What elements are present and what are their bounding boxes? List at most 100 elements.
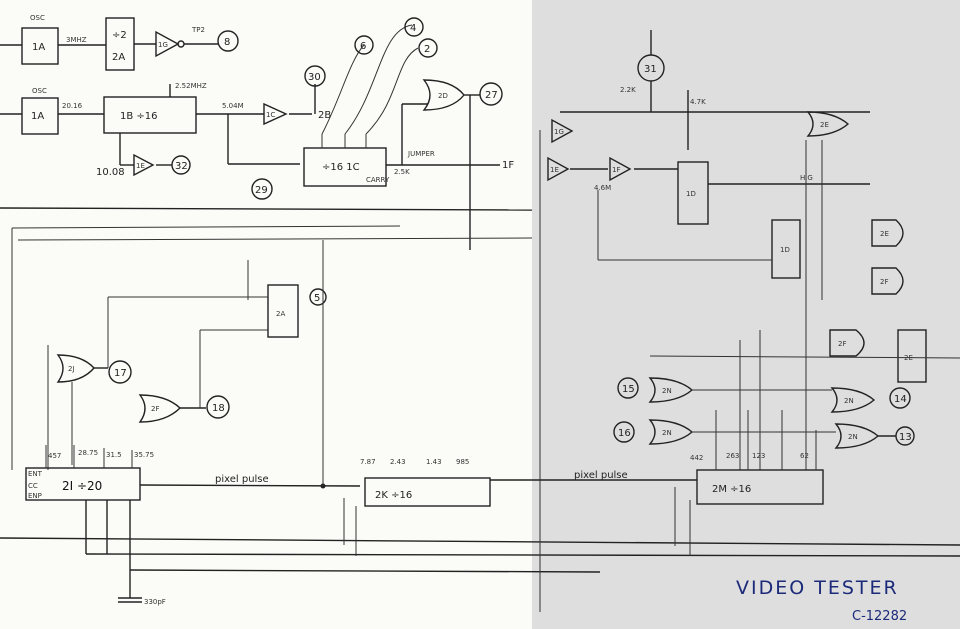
- gate-label: 1C: [266, 111, 275, 119]
- tp-number: 30: [308, 72, 321, 83]
- drawing-number: C-12282: [852, 609, 907, 624]
- pin-label: 1F: [502, 160, 514, 171]
- tap-label: 442: [690, 454, 703, 462]
- counter-1c: ÷16 1C CARRY 6 4 2 JUMPER 2.5K 1F 2D 27: [303, 17, 514, 250]
- tp-number: 15: [622, 384, 635, 395]
- flipflop-2a: 2A 5: [107, 260, 327, 408]
- tap-label: 2.43: [390, 458, 406, 466]
- freq-label: 2.52MHZ: [175, 82, 207, 90]
- test-point-18[interactable]: [206, 395, 230, 419]
- test-point-14[interactable]: [889, 387, 911, 409]
- osc-label: OSC: [32, 87, 47, 95]
- right-scan-background: [532, 0, 960, 629]
- resistor-label: 2.2K: [620, 86, 636, 94]
- chip-label: 1B ÷16: [120, 111, 158, 122]
- capacitor-label: 330pF: [144, 598, 166, 606]
- tp-number: 6: [360, 41, 366, 52]
- jumper-label: JUMPER: [407, 150, 435, 158]
- gate-label: 2N: [848, 433, 858, 441]
- test-point-15[interactable]: [617, 377, 639, 399]
- tp-number: 13: [899, 432, 912, 443]
- pin-label: CARRY: [366, 176, 390, 184]
- tap-label: 7.87: [360, 458, 376, 466]
- gate-label: 1G: [554, 128, 564, 136]
- gate-label: 1E: [136, 162, 145, 170]
- pin-label: ENP: [28, 492, 42, 500]
- test-point-5[interactable]: [309, 288, 327, 306]
- bus-wire: [0, 207, 533, 211]
- osc-label: OSC: [30, 14, 45, 22]
- tp-number: 29: [255, 185, 268, 196]
- gate-label: 2N: [662, 387, 672, 395]
- chip-label: 1A: [32, 42, 45, 53]
- gate-label: 2E: [820, 121, 829, 129]
- tp-number: 18: [212, 403, 225, 414]
- tap-label: 263: [726, 452, 739, 460]
- test-point-6[interactable]: [354, 35, 374, 55]
- tp-number: 17: [114, 368, 127, 379]
- test-point-13[interactable]: [895, 426, 915, 446]
- chip-label: 2I ÷20: [62, 479, 102, 493]
- test-point-16[interactable]: [613, 421, 635, 443]
- tp-number: 16: [618, 428, 631, 439]
- tap-label: 123: [752, 452, 765, 460]
- oscillator-1: OSC 1A 3MHZ: [0, 14, 106, 65]
- test-point-27[interactable]: [479, 82, 503, 106]
- pin-label: 2B: [318, 110, 331, 121]
- tap-label: 28.75: [78, 449, 98, 457]
- test-point-32[interactable]: [171, 155, 191, 175]
- gate-label: 1E: [550, 166, 559, 174]
- chip-label: 2A: [276, 310, 285, 318]
- counter-2i: 2I ÷20 ENT CC ENP 457 28.75 31.5 35.75 p…: [0, 240, 960, 606]
- gate-label: 1G: [158, 41, 168, 49]
- tp-number: 5: [314, 293, 320, 304]
- test-point-8[interactable]: [217, 30, 239, 52]
- gate-label: 2D: [438, 92, 448, 100]
- right-middle-section: 2F 2E 15 2N 2N 14 16 2N 2N 13: [613, 329, 960, 470]
- tp-number: 2: [424, 44, 430, 55]
- gate-label: 2F: [880, 278, 888, 286]
- test-point-4[interactable]: [404, 17, 424, 37]
- freq-label: 10.08: [96, 167, 125, 178]
- gate-label: 2F: [838, 340, 846, 348]
- gate-label: 1F: [612, 166, 620, 174]
- tp-number: 4: [410, 23, 416, 34]
- chip-label: 2A: [112, 52, 125, 63]
- div-label: ÷2: [112, 30, 127, 41]
- tap-label: 62: [800, 452, 809, 460]
- xor-gate: [422, 79, 465, 111]
- gate-label: 2E: [880, 230, 889, 238]
- tap-label: 35.75: [134, 451, 154, 459]
- test-point-30[interactable]: [304, 65, 326, 87]
- wire-label: pixel pulse: [574, 470, 628, 481]
- inverter-gate: [155, 30, 180, 58]
- tp-number: 8: [224, 37, 230, 48]
- resistor-label: 4.7K: [690, 98, 706, 106]
- tap-label: 985: [456, 458, 469, 466]
- pin-label: CC: [28, 482, 38, 490]
- right-top-section: 31 2.2K 4.7K 1G 1E 4.6M 1F 1D H.G 2E 1D …: [539, 30, 904, 612]
- chip-label: 2K ÷16: [375, 490, 412, 501]
- tap-label: 1.43: [426, 458, 442, 466]
- test-point-17[interactable]: [108, 360, 132, 384]
- gate-label: 2J: [68, 365, 75, 373]
- gates-2j-2f: 2J 17 2F 18: [47, 345, 230, 470]
- freq-label: 3MHZ: [66, 36, 87, 44]
- freq-label: 4.6M: [594, 184, 611, 192]
- tp-number: 14: [894, 394, 907, 405]
- chip-label: 1D: [686, 190, 696, 198]
- tp-number: 27: [485, 90, 498, 101]
- tap-label: 457: [48, 452, 61, 460]
- oscillator-2: OSC 1A 20.16 1B ÷16 2.52MHZ 10.08 1E 32 …: [0, 65, 331, 200]
- counter-2m: 2M ÷16 442 263 123 62 pixel pulse: [532, 410, 824, 556]
- freq-label: 5.04M: [222, 102, 244, 110]
- wire-label: pixel pulse: [215, 474, 269, 485]
- test-point-2[interactable]: [418, 38, 438, 58]
- resistor-label: 2.5K: [394, 168, 410, 176]
- freq-label: 20.16: [62, 102, 83, 110]
- tp-label: TP2: [191, 26, 205, 34]
- gate-label: 2F: [151, 405, 159, 413]
- test-point-29[interactable]: [251, 178, 273, 200]
- tp-number: 31: [644, 64, 657, 75]
